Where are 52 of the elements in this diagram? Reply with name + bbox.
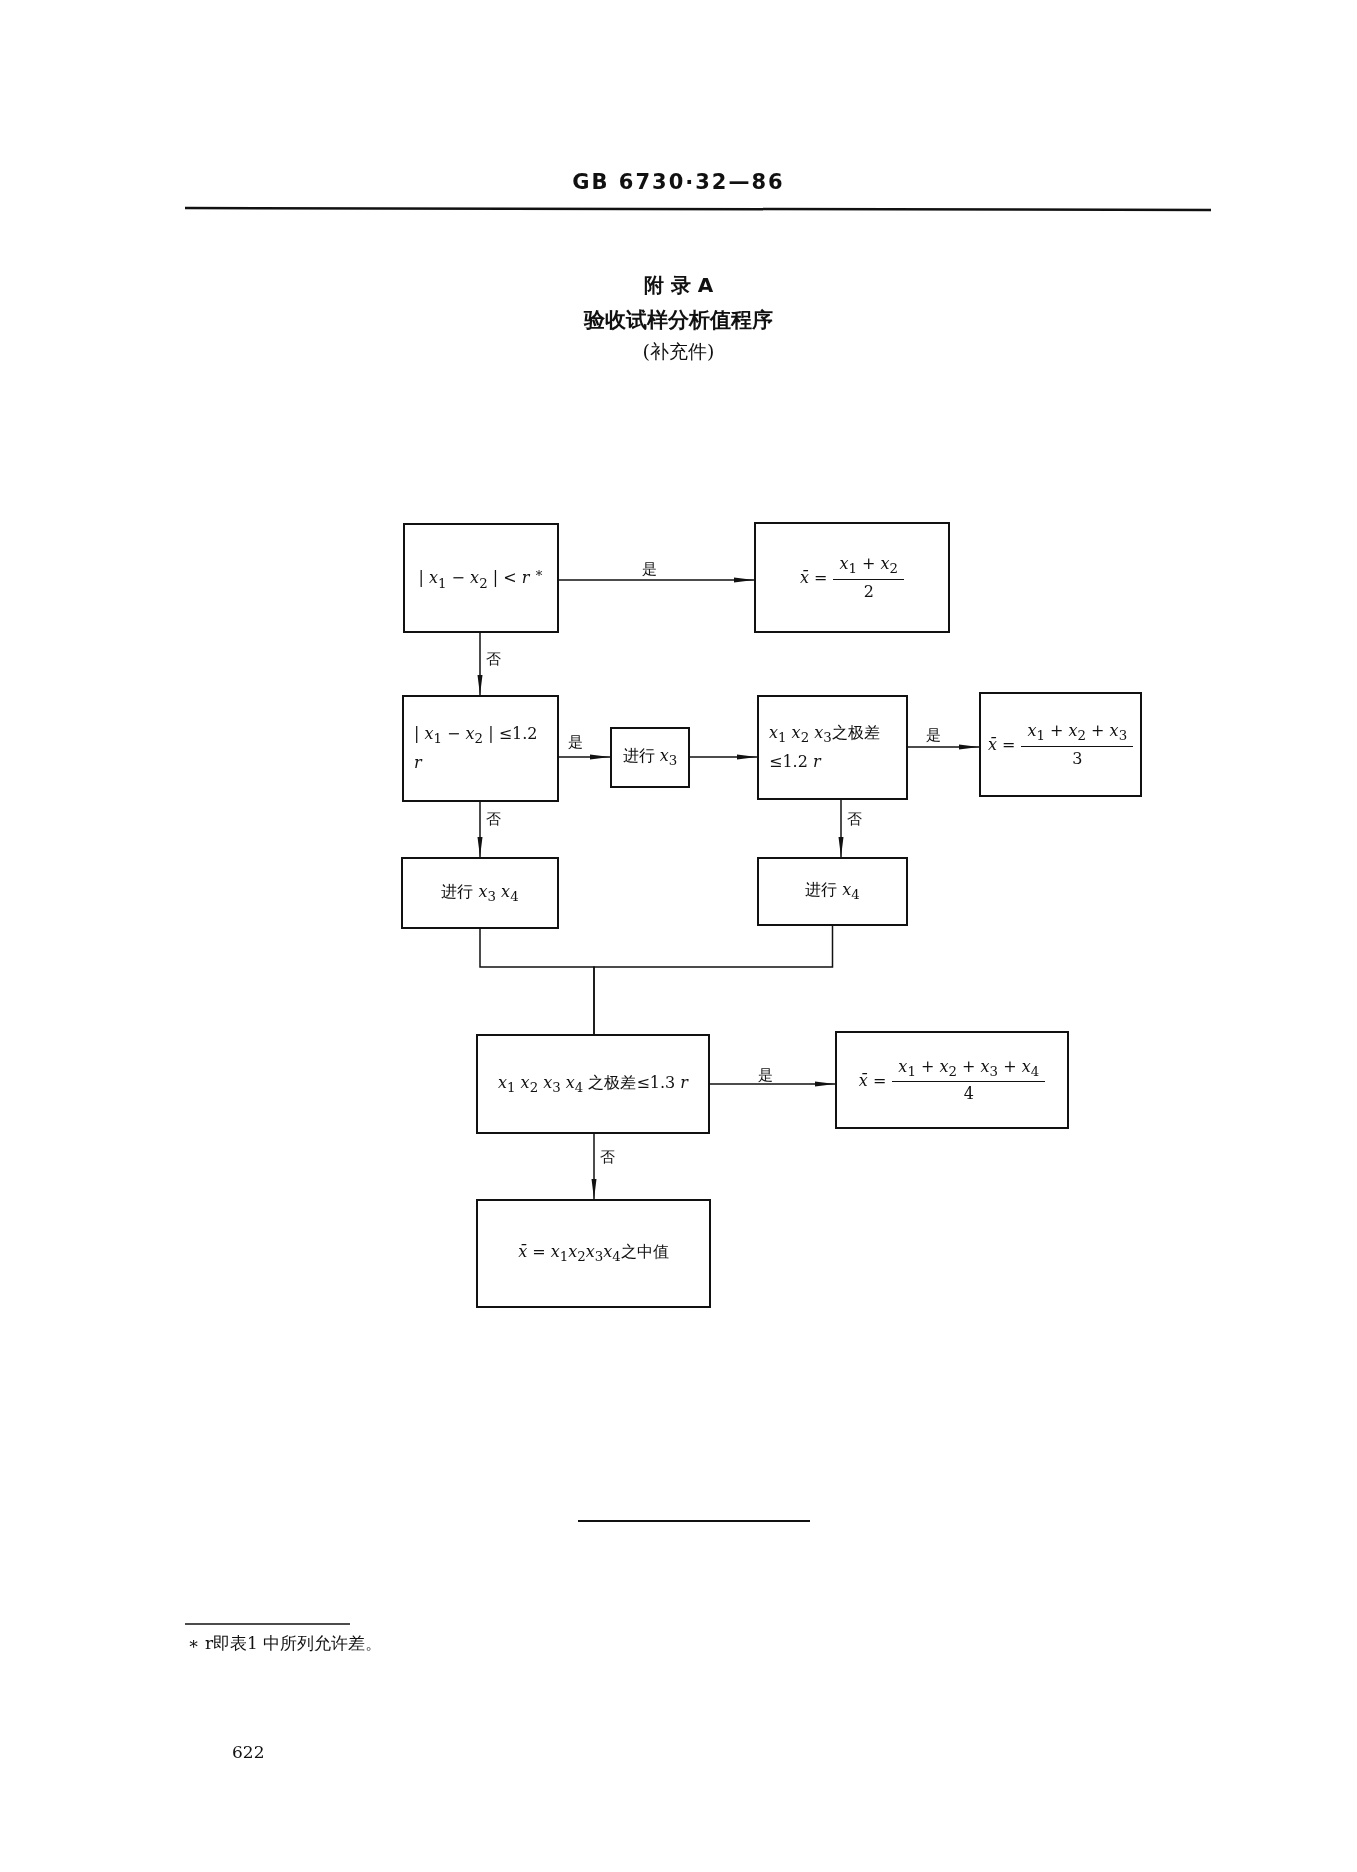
box-text: | x$_{1}$ − x$_{2}$ | ≤1.2 r [413,723,539,774]
process-box [402,695,559,802]
edge-label: 是 [640,562,659,577]
process-box [476,1199,711,1308]
page-number: 622 [232,1742,265,1762]
arrow [709,1081,836,1087]
process-box [757,695,908,800]
edge-label: 否 [484,812,503,827]
process-box [403,523,559,633]
connector-line [593,925,834,1035]
arrow [838,799,844,858]
appendix-heading: 附 录 A [642,272,715,299]
box-text: x$_{1}$ x$_{2}$ x$_{3}$之极差≤1.2 r [768,722,881,773]
edge-label: 是 [566,735,585,750]
edge-label: 是 [924,728,943,743]
title: 验收试样分析值程序 [582,307,774,334]
box-text: x̄ = x$_{1}$x$_{2}$x$_{3}$x$_{4}$之中值 [517,1241,670,1267]
arrow [477,801,483,858]
process-box [835,1031,1069,1129]
numerator-text: x$_{1}$ + x$_{2}$ + x$_{3}$ [1021,721,1134,747]
box-text: | x$_{1}$ − x$_{2}$ | < r $^{∗}$ [417,564,545,593]
denominator-text: 2 [863,580,874,601]
process-box [757,857,908,926]
header-text: GB 6730·32—86 [571,170,786,194]
box-text: 进行 x$_{3}$ x$_{4}$ [440,880,520,906]
process-box [979,692,1142,797]
numerator-text: x$_{1}$ + x$_{2}$ + x$_{3}$ + x$_{4}$ [892,1056,1046,1083]
edge-label: 否 [845,812,864,827]
process-box [754,522,950,633]
formula-text: x̄ = [987,735,1016,754]
box-text: x$_{1}$ x$_{2}$ x$_{3}$ x$_{4}$ 之极差≤1.3 r [497,1071,690,1097]
arrow [477,632,483,696]
edge-label: 否 [598,1150,617,1165]
edge-label: 是 [756,1068,775,1083]
formula-text: x̄ = [858,1070,887,1090]
box-text: 进行 x$_{3}$ [621,745,679,771]
denominator-text: 4 [963,1083,974,1104]
box-text: 进行 x$_{4}$ [804,879,861,905]
arrow [591,1133,597,1200]
process-box [476,1034,710,1134]
numerator-text: x$_{1}$ + x$_{2}$ [833,554,905,580]
arrow [907,744,980,750]
process-box [401,857,559,929]
subtitle: (补充件) [641,339,716,364]
denominator-text: 3 [1072,747,1083,768]
process-box [610,727,690,788]
arrow [558,577,755,583]
arrow [558,754,611,760]
footnote: ∗ r即表1 中所列允许差。 [188,1632,383,1655]
edge-label: 否 [484,652,503,667]
formula-text: x̄ = [799,568,828,587]
arrow [689,754,758,760]
